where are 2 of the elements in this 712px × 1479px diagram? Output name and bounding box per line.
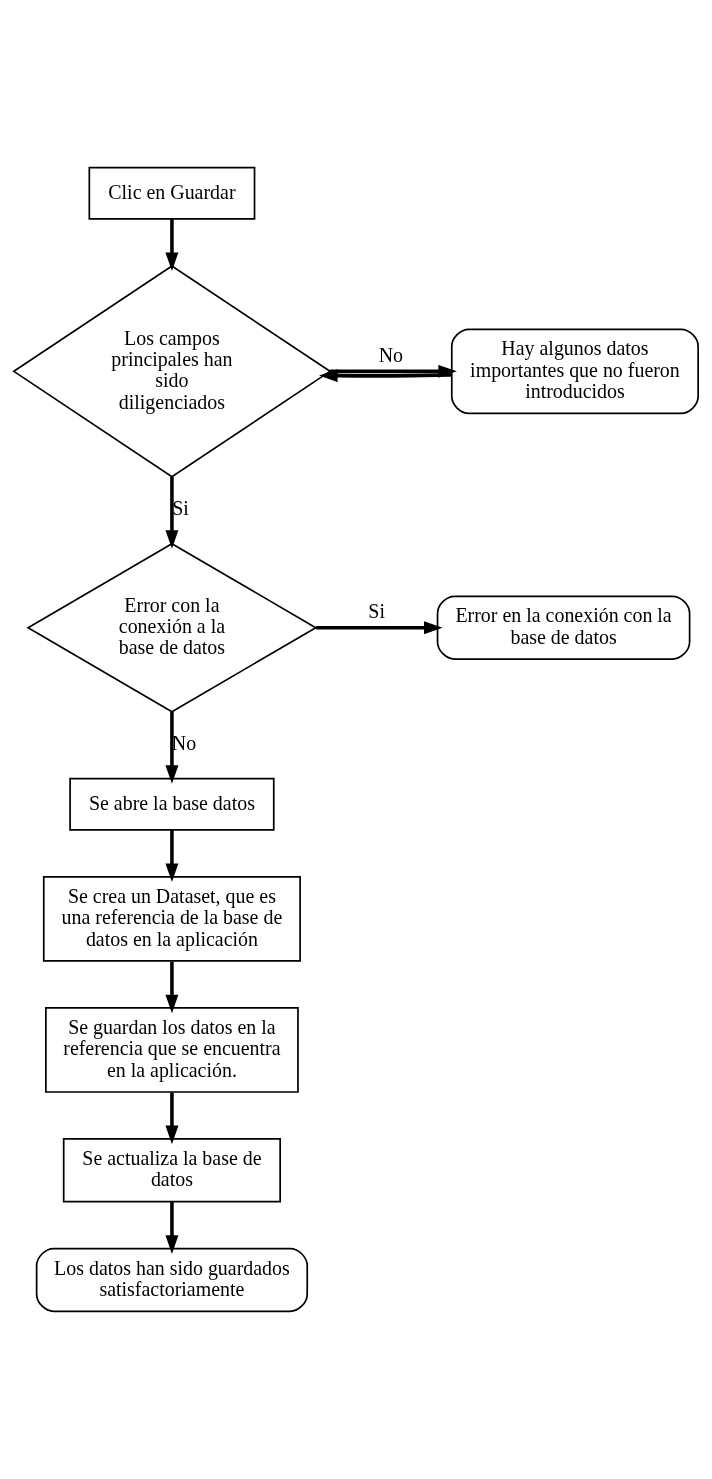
edge-label: Si [368, 600, 385, 623]
edge-label: No [378, 343, 404, 366]
